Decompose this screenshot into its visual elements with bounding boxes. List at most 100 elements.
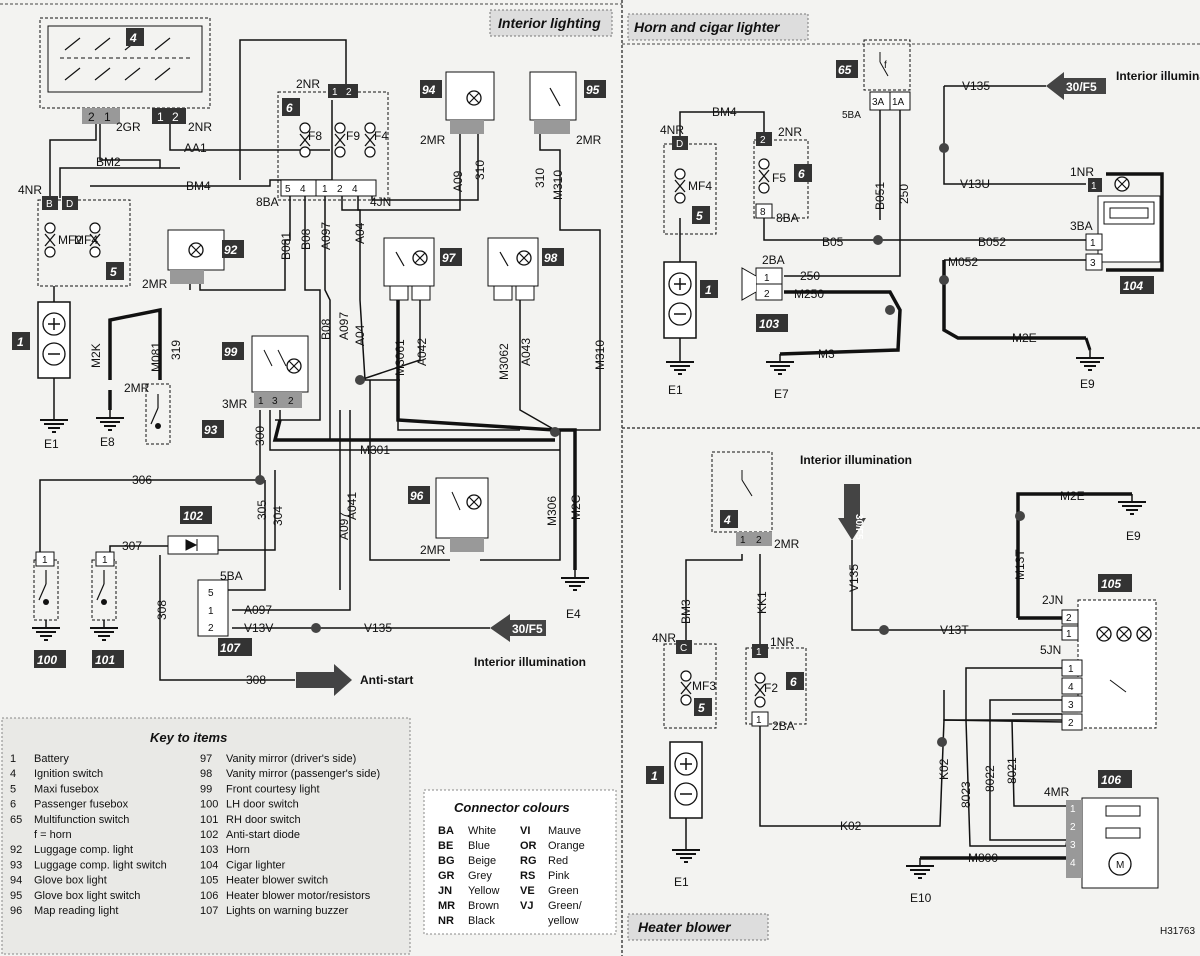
lh-door-switch-100 (33, 559, 59, 621)
colour-label: Grey (468, 870, 492, 882)
key-item-label: Anti-start diode (226, 829, 300, 841)
wire-label: A097 (337, 312, 351, 340)
key-title: Key to items (150, 730, 227, 745)
colour-label: Yellow (468, 885, 499, 897)
interior-illumination-label: Interior illumination (1116, 69, 1200, 83)
buzzer-107 (197, 579, 252, 656)
svg-text:1: 1 (332, 87, 338, 98)
svg-text:3A: 3A (872, 97, 885, 108)
svg-text:1: 1 (705, 283, 712, 297)
wire-label: A09 (451, 170, 465, 192)
svg-text:101: 101 (95, 653, 115, 667)
key-item-code: 65 (10, 814, 22, 826)
wire-label: A04 (353, 222, 367, 244)
svg-text:105: 105 (1101, 577, 1121, 591)
colour-label: Black (468, 915, 495, 927)
wire-label: 308 (246, 673, 266, 687)
svg-text:4: 4 (723, 513, 731, 527)
key-item-code: 100 (200, 799, 218, 811)
wire-label: 304 (271, 506, 285, 526)
key-item-label: Multifunction switch (34, 814, 129, 826)
connector-label: 3MR (222, 397, 248, 411)
svg-text:2: 2 (208, 623, 214, 634)
svg-text:D: D (676, 139, 683, 150)
colour-label: Green (548, 885, 579, 897)
colour-label: Beige (468, 855, 496, 867)
connector-label: 2MR (420, 133, 446, 147)
key-item-code: 98 (200, 768, 212, 780)
svg-text:2: 2 (337, 184, 343, 195)
wire-label: B052 (978, 235, 1006, 249)
wire-label: 308 (155, 600, 169, 620)
connector-label: 4NR (660, 123, 684, 137)
svg-text:3: 3 (1070, 840, 1076, 851)
wire-label: M052 (948, 255, 978, 269)
rh-door-switch-101 (91, 559, 117, 621)
ground-e1: E1 (44, 437, 59, 451)
key-item-code: 92 (10, 844, 22, 856)
svg-text:1: 1 (1090, 238, 1096, 249)
ground-e9: E9 (1080, 377, 1095, 391)
wire-label: BM4 (186, 179, 211, 193)
connector-label: 8BA (256, 195, 279, 209)
wire-label: A097 (244, 603, 272, 617)
svg-text:1: 1 (208, 606, 214, 617)
svg-text:96: 96 (410, 489, 424, 503)
colour-label: Mauve (548, 825, 581, 837)
svg-text:102: 102 (183, 509, 203, 523)
connector-label: 2JN (1042, 593, 1063, 607)
svg-text:99: 99 (224, 345, 238, 359)
colour-code: VI (520, 825, 530, 837)
svg-text:1: 1 (756, 715, 762, 726)
wire-label: V135 (847, 564, 861, 592)
fuse-label: MF2 (58, 233, 82, 247)
wire-label: B05 (822, 235, 844, 249)
wire-label: A04 (353, 324, 367, 346)
title-heater-blower: Heater blower (638, 919, 732, 935)
svg-text:1A: 1A (892, 97, 905, 108)
wire-label: M2E (1012, 331, 1037, 345)
key-item-code: 107 (200, 905, 218, 917)
key-item-label: Maxi fusebox (34, 783, 99, 795)
svg-text:1: 1 (756, 647, 762, 658)
wire-label: B08 (299, 228, 313, 250)
key-item-label: Horn (226, 844, 250, 856)
key-item-code: 6 (10, 799, 16, 811)
wire-label: KK1 (755, 591, 769, 614)
key-item-code: 99 (200, 783, 212, 795)
key-item-label: Cigar lighter (226, 859, 286, 871)
svg-text:100: 100 (37, 653, 57, 667)
svg-text:1: 1 (42, 555, 48, 566)
key-item-label: Map reading light (34, 905, 118, 917)
key-to-items: Key to items (1, 717, 411, 955)
svg-text:98: 98 (544, 251, 558, 265)
key-item-label: Passenger fusebox (34, 799, 129, 811)
connector-label: 2GR (116, 120, 141, 134)
svg-text:4: 4 (129, 31, 137, 45)
glove-box-switch-95 (529, 71, 577, 134)
connector-label: 2MR (576, 133, 602, 147)
svg-text:2: 2 (288, 396, 294, 407)
svg-text:104: 104 (1123, 279, 1143, 293)
wire-label: BM3 (679, 599, 693, 624)
colour-code: MR (438, 900, 455, 912)
wire-label: M2K (89, 343, 103, 368)
svg-text:4: 4 (300, 184, 306, 195)
svg-text:1: 1 (1091, 181, 1097, 192)
svg-text:3: 3 (272, 396, 278, 407)
wire-label: BM4 (712, 105, 737, 119)
key-item-label: f = horn (34, 829, 72, 841)
ground-e8: E8 (100, 435, 115, 449)
ignition-switch-4 (39, 17, 211, 124)
svg-text:3: 3 (1068, 700, 1074, 711)
fuse-label: F4 (374, 129, 388, 143)
colour-code: OR (520, 840, 537, 852)
svg-text:4: 4 (1068, 682, 1074, 693)
connector-label: 8BA (776, 211, 799, 225)
colour-label: Blue (468, 840, 490, 852)
wire-label: 306 (132, 473, 152, 487)
wire-label: A041 (345, 492, 359, 520)
wire-label: M2E (1060, 489, 1085, 503)
svg-text:6: 6 (790, 675, 797, 689)
